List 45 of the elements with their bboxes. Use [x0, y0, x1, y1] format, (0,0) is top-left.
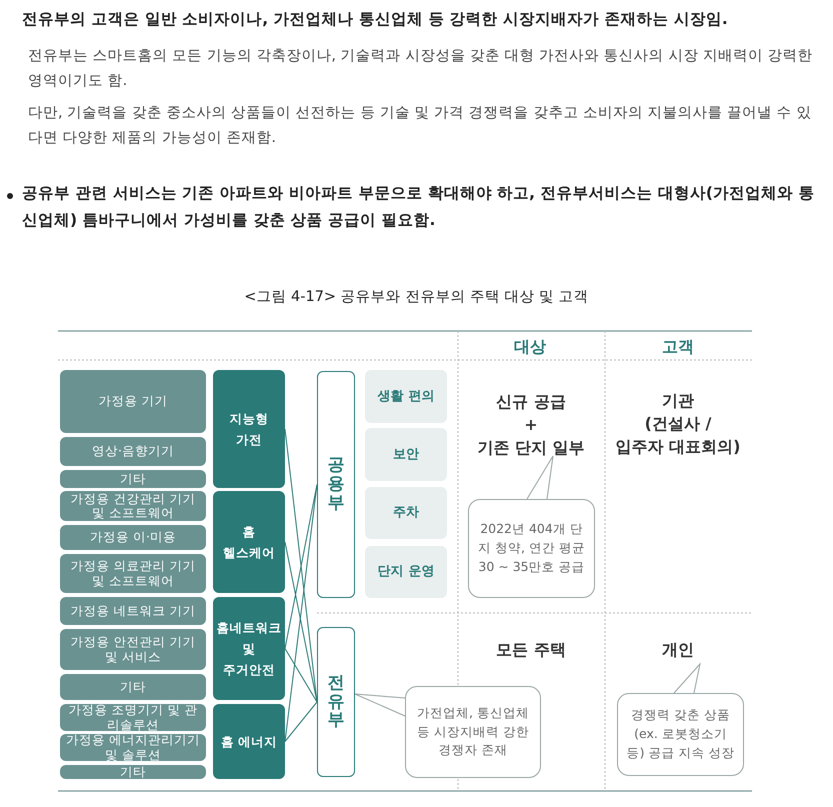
category-box: 홈 헬스케어 — [213, 491, 285, 593]
category-box: 홈 에너지 — [213, 704, 285, 779]
service-box: 주차 — [365, 487, 447, 539]
bullet-text: 공유부 관련 서비스는 기존 아파트와 비아파트 부문으로 확대해야 하고, 전유부서비스는 대형사(가전업체와 통신업체) 틈바구니에서 가성비를 갖춘 상품 공급이 필요함. — [22, 183, 816, 232]
callout-pointer — [674, 662, 701, 694]
item-box: 가정용 조명기기 및 관리솔루션 — [60, 704, 206, 731]
target-text: 신규 공급 + 기존 단지 일부 — [466, 390, 596, 456]
item-box: 가정용 건강관리 기기 및 소프트웨어 — [60, 491, 206, 521]
service-box: 단지 운영 — [365, 546, 447, 598]
category-box: 지능형 가전 — [213, 370, 285, 488]
figure-title: <그림 4-17> 공유부와 전유부의 주택 대상 및 고객 — [243, 288, 590, 307]
item-box: 기타 — [60, 765, 206, 779]
item-box: 기타 — [60, 470, 206, 488]
customer-text: 개인 — [640, 638, 716, 664]
callout-bubble: 2022년 404개 단지 청약, 연간 평균 30 ~ 35만호 공급 — [468, 499, 595, 598]
item-box: 가정용 에너지관리기기 및 솔루션 — [60, 734, 206, 761]
item-box: 가정용 의료관리 기기 및 소프트웨어 — [60, 554, 206, 593]
item-box: 가정용 이·미용 — [60, 525, 206, 550]
connector-line — [284, 542, 318, 702]
customer-text: 입주자 대표회의) — [614, 436, 742, 458]
item-box: 영상·음향기기 — [60, 437, 206, 466]
item-box: 가정용 네트워크 기기 — [60, 597, 206, 625]
connector-line — [284, 484, 318, 742]
service-box: 생활 편의 — [365, 370, 447, 423]
paragraph-text: 전유부는 스마트홈의 모든 기능의 각축장이나, 기술력과 시장성을 갖춘 대형 가전사와 통신사의 시장 지배력이 강력한 영역이기도 함. — [28, 47, 814, 92]
area-box: 공용부 — [317, 371, 355, 598]
customer-text: (건설사 / — [644, 413, 712, 435]
column-header: 대상 — [513, 336, 547, 358]
callout-pointer — [526, 456, 554, 500]
callout-bubble: 경쟁력 갖춘 상품 (ex. 로봇청소기 등) 공급 지속 성장 — [617, 693, 744, 776]
target-text: 모든 주택 — [495, 639, 567, 661]
item-box: 가정용 안전관리 기기 및 서비스 — [60, 629, 206, 670]
connector-line — [284, 484, 318, 649]
heading-text: 전유부의 고객은 일반 소비자이나, 가전업체나 통신업체 등 강력한 시장지배자가 존재하는 시장임. — [22, 9, 729, 30]
item-box: 기타 — [60, 674, 206, 700]
connector-line — [284, 702, 318, 742]
item-box: 가정용 기기 — [60, 370, 206, 433]
category-box: 홈네트워크 및 주거안전 — [213, 597, 285, 700]
paragraph-text: 다만, 기술력을 갖춘 중소사의 상품들이 선전하는 등 기술 및 가격 경쟁력을 갖추고 소비자의 지불의사를 끌어낼 수 있다면 다양한 제품의 가능성이 존재함. — [28, 104, 812, 148]
callout-bubble: 가전업체, 통신업체 등 시장지배력 강한 경쟁자 존재 — [405, 686, 541, 778]
service-box: 보안 — [365, 428, 447, 481]
callout-pointer — [354, 694, 406, 716]
customer-text: 기관 — [661, 390, 695, 412]
column-header: 고객 — [661, 336, 695, 358]
connector-line — [284, 648, 318, 702]
